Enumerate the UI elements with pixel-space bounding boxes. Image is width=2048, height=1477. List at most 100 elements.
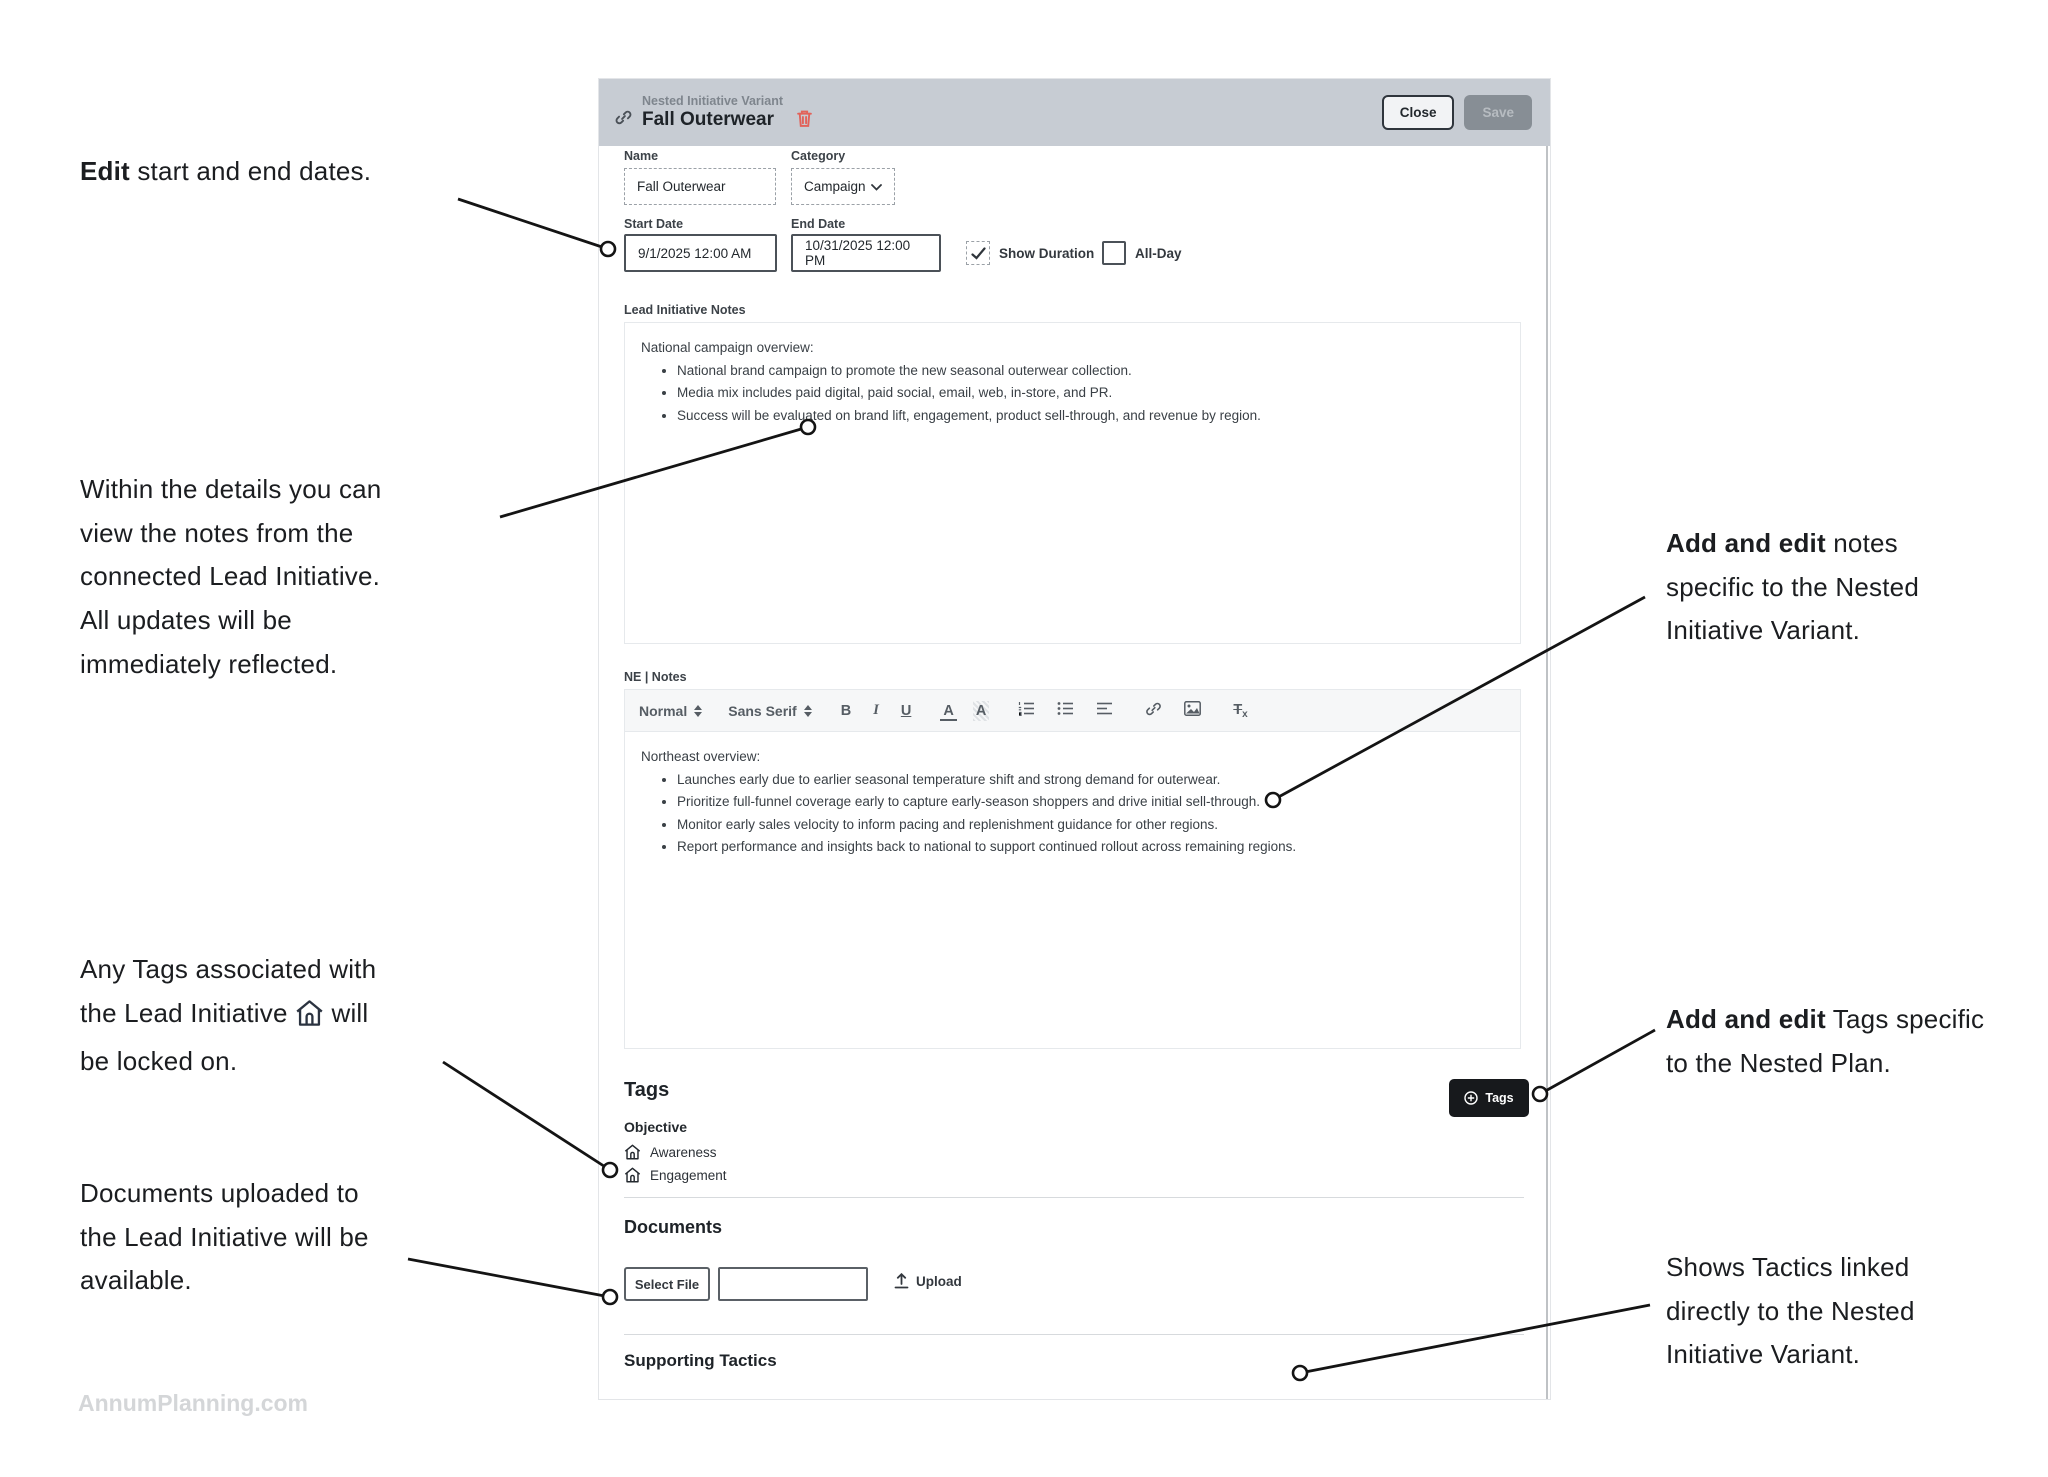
- paragraph-format-select[interactable]: Normal: [639, 702, 703, 719]
- arrow-documents: [407, 1257, 611, 1299]
- category-value: Campaign: [804, 179, 866, 194]
- annotation-text: start and end dates.: [129, 156, 372, 186]
- align-button[interactable]: [1093, 699, 1116, 722]
- scrollbar[interactable]: [1546, 146, 1548, 1399]
- category-label: Category: [791, 149, 846, 163]
- ne-notes-intro: Northeast overview:: [641, 749, 761, 764]
- modal-type-label: Nested Initiative Variant: [642, 94, 784, 108]
- start-date-input[interactable]: 9/1/2025 12:00 AM: [624, 234, 777, 272]
- ne-notes-item: Launches early due to earlier seasonal t…: [677, 770, 1504, 790]
- tag-label: Awareness: [650, 1144, 717, 1160]
- bold-button[interactable]: B: [838, 701, 854, 721]
- start-date-value: 9/1/2025 12:00 AM: [638, 245, 752, 261]
- underline-button[interactable]: U: [898, 701, 914, 721]
- link-icon: [1146, 702, 1162, 715]
- bullet-list-button[interactable]: [1054, 699, 1077, 722]
- lead-notes-label: Lead Initiative Notes: [624, 303, 746, 317]
- name-value: Fall Outerwear: [637, 179, 726, 194]
- category-select[interactable]: Campaign: [791, 168, 895, 205]
- supporting-tactics-heading: Supporting Tactics: [624, 1351, 777, 1370]
- image-icon: [1184, 701, 1202, 716]
- arrow-tags-locked: [442, 1060, 611, 1172]
- tag-item: Awareness: [624, 1144, 717, 1160]
- lead-notes-item: National brand campaign to promote the n…: [677, 361, 1504, 381]
- annotation-bold: Add and edit: [1666, 1004, 1826, 1034]
- bullet-list-icon: [1057, 702, 1074, 715]
- insert-image-button[interactable]: [1181, 699, 1204, 722]
- annotation-tactics: Shows Tactics linked directly to the Nes…: [1666, 1246, 1986, 1377]
- lead-notes-box: National campaign overview: National bra…: [624, 322, 1521, 644]
- upload-icon: [894, 1273, 909, 1289]
- add-tags-label: Tags: [1485, 1091, 1514, 1105]
- annotation-tags-locked: Any Tags associated with the Lead Initia…: [80, 948, 380, 1084]
- chevron-down-icon: [871, 179, 882, 194]
- ne-notes-item: Monitor early sales velocity to inform p…: [677, 815, 1504, 835]
- name-input[interactable]: Fall Outerwear: [624, 168, 776, 205]
- font-format-select[interactable]: Sans Serif: [728, 702, 812, 719]
- file-name-input[interactable]: [718, 1267, 868, 1301]
- annotation-edit-dates: Edit start and end dates.: [80, 150, 500, 194]
- clear-format-x: x: [1242, 708, 1248, 720]
- save-button[interactable]: Save: [1464, 95, 1532, 130]
- select-file-button[interactable]: Select File: [624, 1267, 710, 1301]
- end-date-label: End Date: [791, 217, 846, 231]
- clear-format-T: T: [1233, 701, 1243, 718]
- paragraph-format-value: Normal: [639, 702, 688, 719]
- section-divider: [624, 1197, 1524, 1198]
- annotation-lead-notes: Within the details you can view the note…: [80, 468, 402, 686]
- editor-toolbar: Normal Sans Serif B I U A: [625, 690, 1520, 732]
- font-format-value: Sans Serif: [728, 702, 797, 719]
- italic-glyph: I: [873, 702, 879, 718]
- select-arrows-icon: [803, 704, 812, 717]
- ordered-list-icon: [1019, 702, 1035, 717]
- annotation-text: Within the details you can view the note…: [80, 474, 382, 679]
- plus-circle-icon: [1464, 1091, 1479, 1105]
- upload-button[interactable]: Upload: [888, 1272, 968, 1290]
- annotation-text: Shows Tactics linked directly to the Nes…: [1666, 1252, 1915, 1370]
- all-day-checkbox[interactable]: [1102, 241, 1126, 265]
- clear-format-button[interactable]: Tx: [1230, 700, 1250, 722]
- modal-header: Nested Initiative Variant Fall Outerwear…: [599, 79, 1550, 146]
- ne-notes-label: NE | Notes: [624, 670, 687, 684]
- tag-label: Engagement: [650, 1167, 727, 1183]
- annotation-text: Any Tags associated with the Lead Initia…: [80, 954, 377, 1028]
- annotation-ne-notes: Add and edit notes specific to the Neste…: [1666, 522, 1986, 653]
- ne-notes-editor: Normal Sans Serif B I U A: [624, 689, 1521, 1049]
- end-date-value: 10/31/2025 12:00 PM: [805, 238, 911, 268]
- upload-label: Upload: [916, 1273, 962, 1289]
- ne-notes-list: Launches early due to earlier seasonal t…: [641, 770, 1504, 857]
- modal-title: Fall Outerwear: [642, 109, 774, 130]
- annotation-bold: Edit: [80, 156, 130, 186]
- annotation-text: notes specific to the Nested Initiative …: [1666, 528, 1919, 646]
- annotation-text: Documents uploaded to the Lead Initiativ…: [80, 1178, 369, 1296]
- ordered-list-button[interactable]: [1015, 699, 1038, 722]
- italic-button[interactable]: I: [870, 700, 882, 721]
- lead-notes-list: National brand campaign to promote the n…: [641, 361, 1504, 426]
- ne-notes-item: Prioritize full-funnel coverage early to…: [677, 792, 1504, 812]
- highlight-color-button[interactable]: A: [972, 700, 990, 721]
- watermark: AnnumPlanning.com: [78, 1390, 308, 1416]
- home-icon: [624, 1167, 641, 1183]
- ne-notes-content[interactable]: Northeast overview: Launches early due t…: [625, 732, 1520, 1032]
- add-tags-button[interactable]: Tags: [1449, 1079, 1529, 1117]
- lead-notes-intro: National campaign overview:: [641, 340, 814, 355]
- insert-link-button[interactable]: [1142, 699, 1165, 723]
- select-arrows-icon: [694, 704, 703, 717]
- close-button[interactable]: Close: [1381, 95, 1455, 130]
- arrow-edit-dates: [457, 197, 609, 251]
- lead-notes-item: Success will be evaluated on brand lift,…: [677, 406, 1504, 426]
- arrow-tags-add: [1539, 1028, 1656, 1096]
- lead-notes-item: Media mix includes paid digital, paid so…: [677, 383, 1504, 403]
- delete-icon[interactable]: [797, 110, 812, 132]
- all-day-label: All-Day: [1135, 246, 1182, 261]
- home-icon: [624, 1144, 641, 1160]
- annotation-documents: Documents uploaded to the Lead Initiativ…: [80, 1172, 390, 1303]
- show-duration-label: Show Duration: [999, 246, 1095, 261]
- text-color-button[interactable]: A: [940, 701, 957, 721]
- ne-notes-item: Report performance and insights back to …: [677, 837, 1504, 857]
- section-divider: [624, 1334, 1524, 1335]
- home-icon: [295, 997, 324, 1041]
- show-duration-checkbox[interactable]: [966, 241, 990, 265]
- end-date-input[interactable]: 10/31/2025 12:00 PM: [791, 234, 941, 272]
